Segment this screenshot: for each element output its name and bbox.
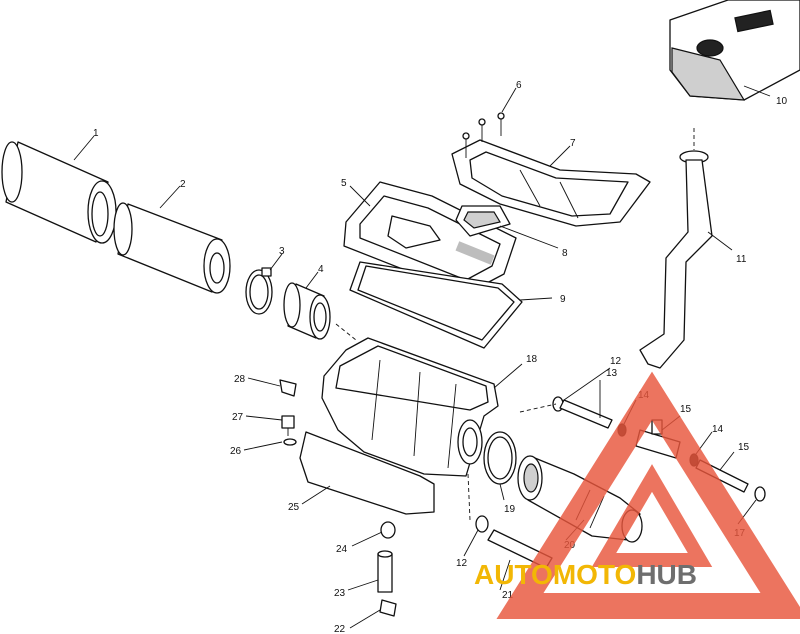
callout-15-left: 15 [680,404,692,415]
callout-23: 23 [334,588,346,599]
callout-27: 27 [232,412,244,423]
callout-13: 13 [606,368,618,379]
callout-28: 28 [234,374,246,385]
part-6-screws [462,112,505,158]
callout-7: 7 [570,138,576,149]
callout-12-lower: 12 [456,558,468,569]
watermark-inner-triangle [591,464,713,567]
callout-8: 8 [562,248,568,259]
callout-9: 9 [560,294,566,305]
callout-18: 18 [526,354,538,365]
part-7-duct-cover [451,139,651,227]
callout-24: 24 [336,544,348,555]
callout-21: 21 [502,590,514,601]
part-3-clamp [245,267,273,315]
part-11-snorkel [639,128,713,369]
part-22-clip [379,599,397,617]
callout-4: 4 [318,264,324,275]
part-23-drain-tube [377,550,393,593]
watermark-text: AUTOMOTOHUB [474,559,697,590]
part-27-bolt [281,415,295,436]
callout-labels: 1 2 3 4 5 6 7 8 9 10 11 12 13 14 15 14 1… [93,80,788,634]
callout-26: 26 [230,446,242,457]
callout-22: 22 [334,624,346,634]
callout-11: 11 [736,254,747,265]
part-12-clamp-lower [475,515,489,533]
callout-1: 1 [93,128,99,139]
part-17-clamp [754,486,766,502]
callout-10: 10 [776,96,788,107]
part-26-washer [283,438,297,446]
callout-6: 6 [516,80,522,91]
part-18-airbox-body [321,337,499,477]
part-24-grommet [380,521,396,539]
callout-25: 25 [288,502,300,513]
part-10-intake-cover [669,0,800,101]
callout-19: 19 [504,504,516,515]
callout-12-upper: 12 [610,356,622,367]
watermark: AUTOMOTOHUB [474,371,800,619]
part-2-filter-element [113,202,231,294]
part-25-heat-shield [299,431,435,515]
callout-2: 2 [180,179,186,190]
callout-15-right: 15 [738,442,750,453]
part-1-foam-sleeve [1,141,117,244]
callout-5: 5 [341,178,347,189]
part-13-tube [559,399,613,429]
callout-14-right: 14 [712,424,724,435]
watermark-triangle [496,371,800,619]
part-28-bracket [279,379,297,397]
part-9-gasket [349,261,523,349]
part-8-inner-frame [455,205,511,237]
callout-3: 3 [279,246,285,257]
part-4-coupler [283,282,331,340]
part-19-oring [483,431,517,485]
